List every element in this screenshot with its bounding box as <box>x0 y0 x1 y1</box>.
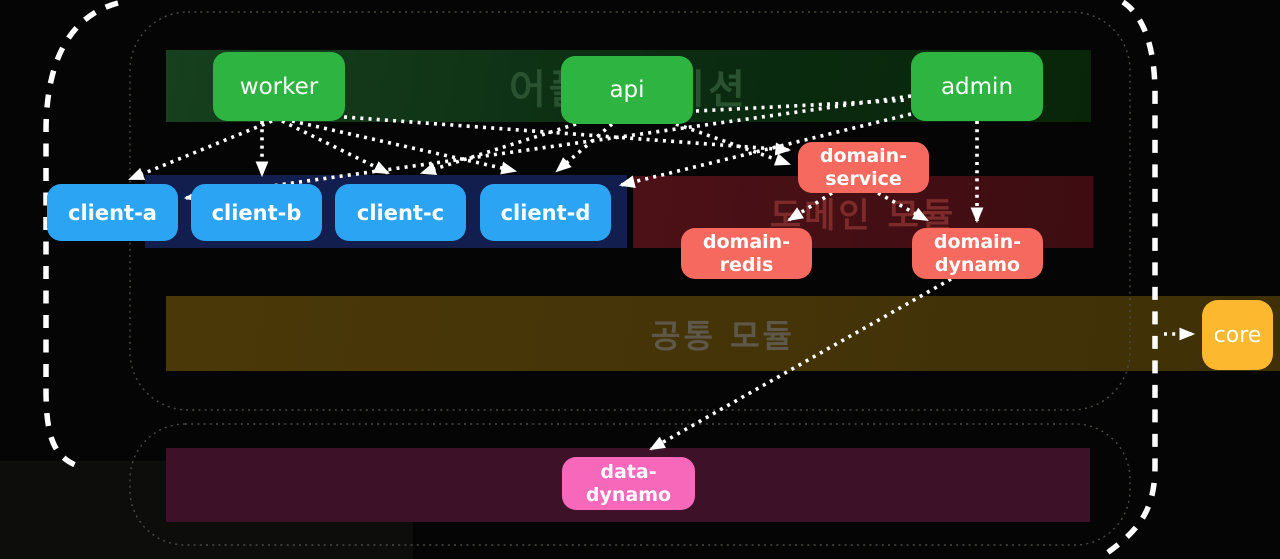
screen-boundary-dash-left <box>43 0 119 470</box>
edge-api-client-d <box>555 122 614 173</box>
edge-domain-service-domain-redis <box>787 191 833 222</box>
edge-api-admin <box>695 98 909 113</box>
edge-api-domain-service <box>675 122 792 166</box>
node-client-a: client-a <box>47 184 178 241</box>
common-module-title: 공통 모듈 <box>651 316 795 355</box>
edge-admin-client-d <box>618 112 912 189</box>
edge-worker-client-d <box>291 119 518 175</box>
node-api-label: api <box>609 77 645 103</box>
node-data-dynamo-label-line2: dynamo <box>585 483 672 506</box>
edge-domain-dynamo-data-dynamo <box>649 277 952 451</box>
screen-boundary-dash-right <box>1098 0 1158 559</box>
edge-worker-client-a <box>128 119 273 181</box>
node-client-c: client-c <box>335 184 466 241</box>
node-domain-service: domain- service <box>798 142 929 193</box>
node-client-d: client-d <box>480 184 611 241</box>
edge-worker-domain-service <box>343 115 792 156</box>
node-domain-service-label-line1: domain- <box>819 144 908 167</box>
node-client-b-label: client-b <box>211 200 302 225</box>
node-domain-dynamo: domain- dynamo <box>912 228 1043 279</box>
node-client-d-label: client-d <box>500 200 591 225</box>
node-admin-label: admin <box>940 73 1014 100</box>
node-worker-label: worker <box>239 73 319 100</box>
edge-domain-service-domain-dynamo <box>877 191 929 222</box>
node-domain-redis: domain- redis <box>681 228 812 279</box>
node-client-c-label: client-c <box>356 200 445 225</box>
node-core: core <box>1202 300 1273 370</box>
node-domain-dynamo-label-line2: dynamo <box>934 253 1021 276</box>
node-admin: admin <box>911 52 1043 121</box>
node-client-b: client-b <box>191 184 322 241</box>
node-domain-redis-label-line1: domain- <box>702 230 791 253</box>
edge-worker-client-c <box>281 119 390 175</box>
node-api: api <box>561 56 693 124</box>
edge-api-client-c <box>419 122 577 176</box>
node-worker: worker <box>213 52 345 121</box>
common-module-banner: 공통 모듈 <box>166 296 1280 371</box>
node-domain-dynamo-label-line1: domain- <box>933 230 1022 253</box>
node-client-a-label: client-a <box>68 200 157 225</box>
node-data-dynamo-label-line1: data- <box>600 460 657 483</box>
node-domain-service-label-line2: service <box>825 167 902 190</box>
node-core-label: core <box>1213 322 1262 348</box>
node-domain-redis-label-line2: redis <box>719 253 774 276</box>
node-data-dynamo: data- dynamo <box>562 457 695 510</box>
main-group-outline <box>129 11 1131 411</box>
